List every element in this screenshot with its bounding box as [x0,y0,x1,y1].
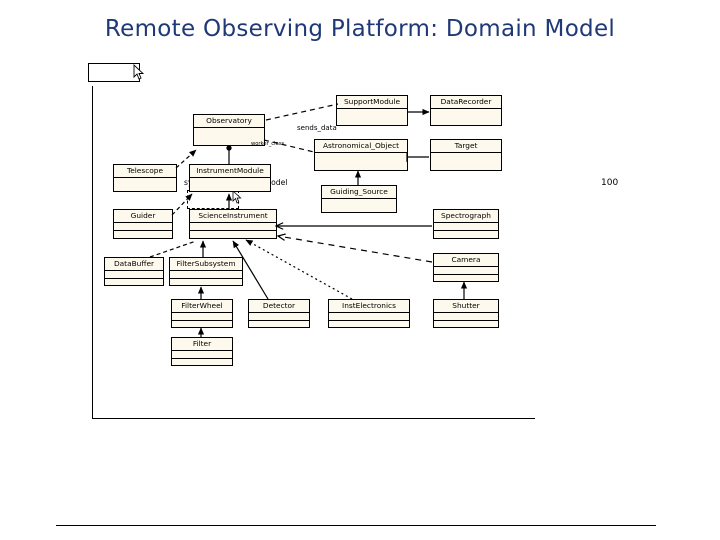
uml-attributes-compartment [337,109,407,125]
uml-class-name: FilterWheel [172,300,232,313]
uml-attributes-compartment [105,271,163,279]
uml-operations-compartment [434,275,498,282]
uml-attributes-compartment [315,153,407,170]
uml-class-name: Spectrograph [434,210,498,223]
uml-class-name: FilterSubsystem [170,258,242,271]
edge-label-sends-data: sends_data [297,124,337,132]
uml-class-name: Guiding_Source [322,186,396,199]
uml-class-instrument-module[interactable]: InstrumentModule [189,164,271,192]
uml-attributes-compartment [434,267,498,275]
diagram-object-frame[interactable]: system Observatory_Model 100 Observatory… [92,86,618,419]
uml-attributes-compartment [249,313,309,321]
uml-class-name: Astronomical_Object [315,140,407,153]
uml-class-name: Filter [172,338,232,351]
uml-class-filter-wheel[interactable]: FilterWheel [171,299,233,328]
uml-class-telescope[interactable]: Telescope [113,164,177,192]
uml-attributes-compartment [431,109,501,125]
uml-attributes-compartment [170,271,242,279]
uml-class-camera[interactable]: Camera [433,253,499,282]
uml-attributes-compartment [114,178,176,191]
uml-operations-compartment [170,279,242,286]
uml-class-spectrograph[interactable]: Spectrograph [433,209,499,239]
edge-label-worker-class: worker_class [251,141,285,147]
uml-operations-compartment [249,321,309,328]
uml-class-astronomical-object[interactable]: Astronomical_Object [314,139,408,171]
footer-divider [56,525,656,526]
uml-attributes-compartment [434,223,498,231]
ghost-cursor-icon [232,190,242,204]
uml-attributes-compartment [434,313,498,321]
uml-class-name: InstElectronics [329,300,409,313]
uml-class-inst-electronics[interactable]: InstElectronics [328,299,410,328]
uml-operations-compartment [172,321,232,328]
uml-class-science-instrument[interactable]: ScienceInstrument [189,209,277,239]
uml-class-name: Detector [249,300,309,313]
uml-class-filter-subsystem[interactable]: FilterSubsystem [169,257,243,286]
mouse-cursor-icon [133,64,145,80]
uml-attributes-compartment [431,153,501,170]
uml-class-name: Target [431,140,501,153]
uml-attributes-compartment [114,223,172,231]
uml-operations-compartment [434,231,498,238]
uml-operations-compartment [434,321,498,328]
uml-class-name: InstrumentModule [190,165,270,178]
uml-class-data-recorder[interactable]: DataRecorder [430,95,502,126]
uml-class-name: SupportModule [337,96,407,109]
uml-class-name: Guider [114,210,172,223]
uml-class-name: ScienceInstrument [190,210,276,223]
uml-attributes-compartment [172,313,232,321]
uml-attributes-compartment [190,223,276,231]
uml-class-detector[interactable]: Detector [248,299,310,328]
uml-class-filter[interactable]: Filter [171,337,233,366]
uml-operations-compartment [105,279,163,286]
uml-class-name: Shutter [434,300,498,313]
uml-attributes-compartment [172,351,232,359]
uml-operations-compartment [114,231,172,238]
uml-attributes-compartment [322,199,396,212]
uml-class-name: DataBuffer [105,258,163,271]
page-title: Remote Observing Platform: Domain Model [104,16,616,42]
uml-class-shutter[interactable]: Shutter [433,299,499,328]
instance-count-label: 100 [601,178,619,188]
uml-class-guider[interactable]: Guider [113,209,173,239]
uml-operations-compartment [172,359,232,366]
uml-operations-compartment [329,321,409,328]
uml-class-name: Telescope [114,165,176,178]
uml-class-name: DataRecorder [431,96,501,109]
uml-attributes-compartment [329,313,409,321]
uml-class-support-module[interactable]: SupportModule [336,95,408,126]
uml-class-name: Camera [434,254,498,267]
uml-class-name: Observatory [194,115,264,128]
uml-class-target[interactable]: Target [430,139,502,171]
uml-class-data-buffer[interactable]: DataBuffer [104,257,164,286]
uml-operations-compartment [190,231,276,238]
uml-attributes-compartment [190,178,270,191]
uml-class-guiding-source[interactable]: Guiding_Source [321,185,397,213]
